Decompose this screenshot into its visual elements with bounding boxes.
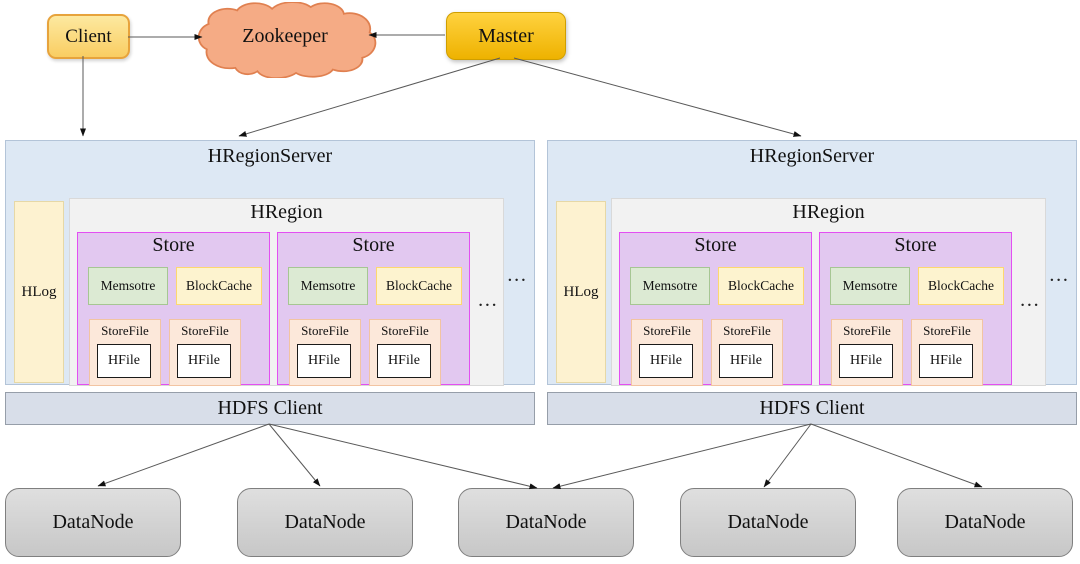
- hregionserver-2-title: HRegionServer: [749, 145, 875, 167]
- storefile-box: StoreFile HFile: [631, 319, 703, 386]
- storefile-label: StoreFile: [101, 323, 149, 338]
- storefile-label: StoreFile: [843, 323, 891, 338]
- arrow-hdfs2-to-datanode4: [763, 423, 812, 488]
- hfile-box: HFile: [377, 344, 431, 378]
- hregionserver-2: HRegionServer HLog HRegion Store Memsotr…: [547, 140, 1077, 386]
- storefile-label: StoreFile: [723, 323, 771, 338]
- hregionserver-1: HRegionServer HLog HRegion Store Memsotr…: [5, 140, 535, 386]
- store-title: Store: [152, 234, 195, 256]
- store-title: Store: [694, 234, 737, 256]
- arrow-master-to-hregionserver2: [513, 57, 802, 137]
- datanode-3: DataNode: [458, 488, 634, 557]
- datanode-5: DataNode: [897, 488, 1073, 557]
- arrow-hdfs1-to-datanode1: [97, 423, 270, 487]
- storefile-box: StoreFile HFile: [911, 319, 983, 386]
- memstore-box: Memsotre: [630, 267, 710, 305]
- more-hregions-ellipsis: ...: [508, 269, 529, 285]
- hfile-box: HFile: [97, 344, 151, 378]
- store: Store Memsotre BlockCache StoreFile HFil…: [277, 232, 470, 386]
- zookeeper-node: Zookeeper: [193, 2, 377, 78]
- blockcache-box: BlockCache: [918, 267, 1004, 305]
- storefile-label: StoreFile: [381, 323, 429, 338]
- zookeeper-label: Zookeeper: [242, 24, 328, 47]
- hlog-2: HLog: [556, 201, 606, 383]
- arrow-hdfs1-to-datanode3: [268, 423, 538, 490]
- storefile-box: StoreFile HFile: [711, 319, 783, 386]
- more-hregions-ellipsis: ...: [1050, 269, 1071, 285]
- storefile-label: StoreFile: [181, 323, 229, 338]
- hdfs-client-2: HDFS Client: [547, 392, 1077, 425]
- storefile-box: StoreFile HFile: [169, 319, 241, 386]
- store-title: Store: [894, 234, 937, 256]
- hregion-1-title: HRegion: [250, 201, 323, 223]
- blockcache-box: BlockCache: [376, 267, 462, 305]
- memstore-box: Memsotre: [830, 267, 910, 305]
- more-stores-ellipsis: ...: [478, 294, 499, 310]
- storefile-label: StoreFile: [923, 323, 971, 338]
- store-title: Store: [352, 234, 395, 256]
- store: Store Memsotre BlockCache StoreFile HFil…: [819, 232, 1012, 386]
- store: Store Memsotre BlockCache StoreFile HFil…: [619, 232, 812, 386]
- hdfs-client-1: HDFS Client: [5, 392, 535, 425]
- hfile-box: HFile: [839, 344, 893, 378]
- hregion-1: HRegion Store Memsotre BlockCache StoreF…: [69, 198, 504, 386]
- arrow-hdfs1-to-datanode2: [268, 423, 321, 487]
- hfile-box: HFile: [177, 344, 231, 378]
- hregionserver-1-title: HRegionServer: [207, 145, 333, 167]
- hfile-box: HFile: [719, 344, 773, 378]
- hfile-box: HFile: [639, 344, 693, 378]
- storefile-box: StoreFile HFile: [289, 319, 361, 386]
- arrow-hdfs2-to-datanode3: [552, 423, 812, 490]
- more-stores-ellipsis: ...: [1020, 294, 1041, 310]
- storefile-box: StoreFile HFile: [369, 319, 441, 386]
- hfile-box: HFile: [919, 344, 973, 378]
- store: Store Memsotre BlockCache StoreFile HFil…: [77, 232, 270, 386]
- hregion-2: HRegion Store Memsotre BlockCache StoreF…: [611, 198, 1046, 386]
- storefile-box: StoreFile HFile: [831, 319, 903, 386]
- blockcache-box: BlockCache: [718, 267, 804, 305]
- client-node: Client: [47, 14, 130, 59]
- memstore-box: Memsotre: [88, 267, 168, 305]
- datanode-2: DataNode: [237, 488, 413, 557]
- arrow-hdfs2-to-datanode5: [810, 423, 983, 488]
- storefile-label: StoreFile: [301, 323, 349, 338]
- storefile-box: StoreFile HFile: [89, 319, 161, 386]
- memstore-box: Memsotre: [288, 267, 368, 305]
- datanode-1: DataNode: [5, 488, 181, 557]
- datanode-4: DataNode: [680, 488, 856, 557]
- master-label: Master: [478, 24, 534, 47]
- storefile-label: StoreFile: [643, 323, 691, 338]
- client-label: Client: [65, 25, 112, 47]
- blockcache-box: BlockCache: [176, 267, 262, 305]
- hregion-2-title: HRegion: [792, 201, 865, 223]
- master-node: Master: [446, 12, 566, 60]
- hlog-1: HLog: [14, 201, 64, 383]
- hfile-box: HFile: [297, 344, 351, 378]
